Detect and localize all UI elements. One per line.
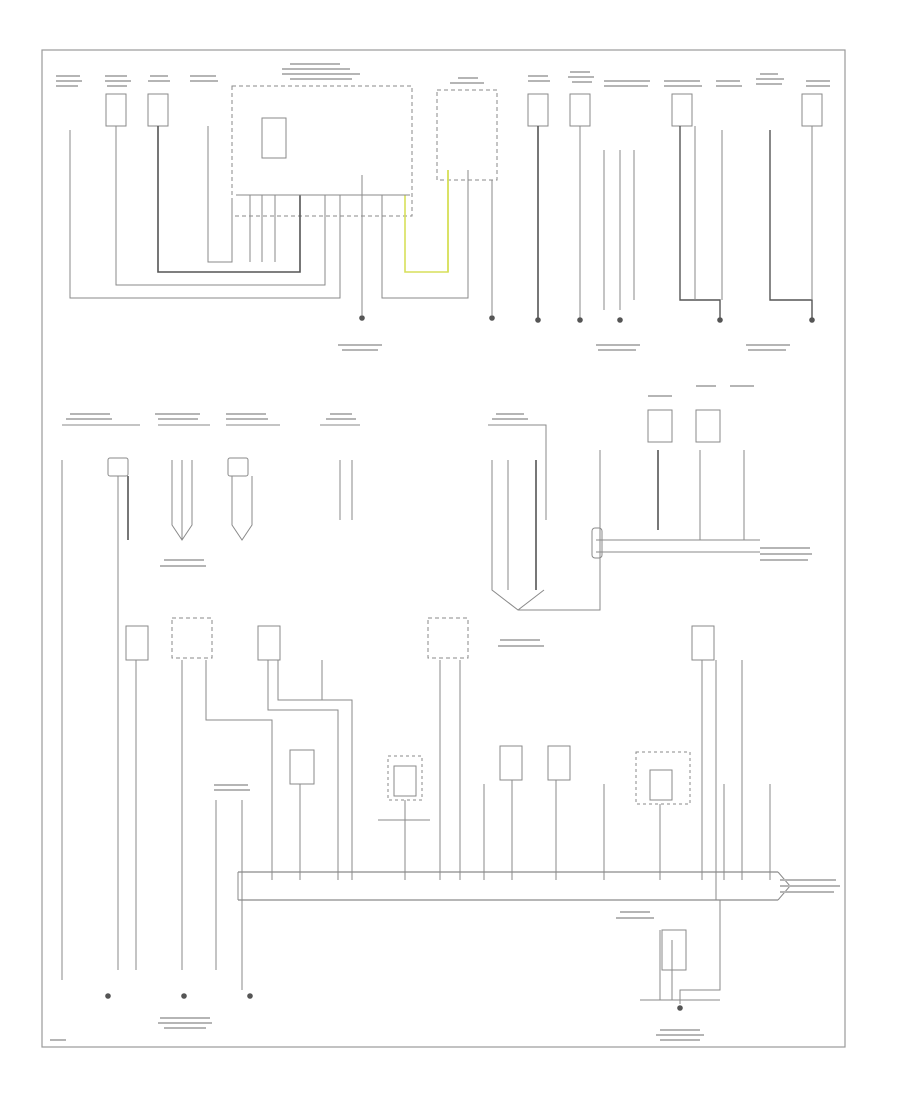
middle-section: [61, 385, 812, 980]
top-section: [56, 63, 830, 351]
diagram-border: [41, 49, 846, 1048]
top-labels: [56, 63, 830, 87]
lower-section: [50, 617, 840, 1041]
